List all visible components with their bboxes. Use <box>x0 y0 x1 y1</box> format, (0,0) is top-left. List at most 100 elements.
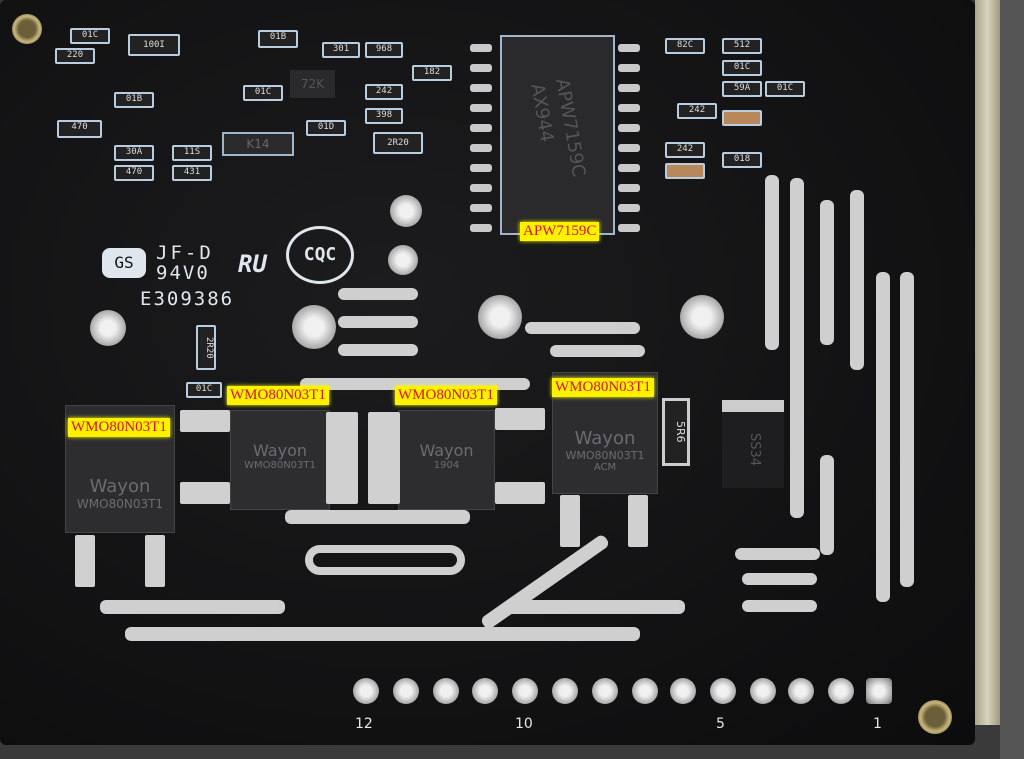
resistor: 182 <box>412 65 452 81</box>
copper-trace <box>285 510 470 524</box>
copper-trace <box>505 600 685 614</box>
ic-pin <box>618 104 640 112</box>
via-pad <box>390 195 422 227</box>
copper-trace <box>742 573 817 585</box>
ic-pin <box>470 44 492 52</box>
fet-brand: Wayon <box>574 428 636 449</box>
mosfet-2: Wayon WMO80N03T1 <box>230 410 330 510</box>
header-pin <box>552 678 578 704</box>
capacitor <box>722 110 762 126</box>
header-pin <box>353 678 379 704</box>
ic-pin <box>470 184 492 192</box>
via-pad <box>478 295 522 339</box>
board-edge-connector <box>975 0 1000 725</box>
ic-pin <box>470 84 492 92</box>
mosfet-tab <box>368 412 400 504</box>
resistor: 59A <box>722 81 762 97</box>
annotation-mosfet-4: WMO80N03T1 <box>552 378 654 397</box>
copper-trace <box>790 178 804 518</box>
transistor-sot23: 72K <box>290 70 335 98</box>
ic-pin <box>470 124 492 132</box>
ic-pin <box>470 144 492 152</box>
mosfet-tab <box>326 412 358 504</box>
annotation-mosfet-1: WMO80N03T1 <box>68 418 170 437</box>
copper-trace <box>338 344 418 356</box>
resistor: 11S <box>172 145 212 161</box>
ic-pin <box>618 64 640 72</box>
resistor: 01C <box>243 85 283 101</box>
ic-pin <box>618 184 640 192</box>
via-pad <box>292 305 336 349</box>
resistor: 01B <box>114 92 154 108</box>
mosfet-lead <box>75 535 95 587</box>
ic-pin <box>618 44 640 52</box>
mosfet-lead <box>145 535 165 587</box>
pin-label-12: 12 <box>355 716 373 732</box>
copper-trace <box>525 322 640 334</box>
resistor: 242 <box>665 142 705 158</box>
copper-trace <box>338 316 418 328</box>
mosfet-lead <box>180 410 230 432</box>
copper-trace <box>338 288 418 300</box>
ic-pin <box>470 64 492 72</box>
fet-brand: Wayon <box>253 441 307 460</box>
material-code: JF-D <box>156 242 214 264</box>
fet-part: WMO80N03T1 <box>244 460 316 471</box>
resistor: 968 <box>365 42 403 58</box>
resistor: 01C <box>70 28 110 44</box>
ic-pin <box>470 224 492 232</box>
header-pin-1 <box>866 678 892 704</box>
copper-trace <box>742 600 817 612</box>
flammability-rating: 94V0 <box>156 262 210 284</box>
mosfet-lead <box>495 482 545 504</box>
ic-pin <box>470 204 492 212</box>
pin-label-1: 1 <box>873 716 882 732</box>
mounting-hole-top-left <box>12 14 42 44</box>
mounting-hole-bottom-right <box>918 700 952 734</box>
capacitor <box>665 163 705 179</box>
pin-label-10: 10 <box>515 716 533 732</box>
resistor: 2R20 <box>196 325 216 370</box>
resistor: 242 <box>365 84 403 100</box>
header-pin <box>472 678 498 704</box>
copper-trace <box>550 345 645 357</box>
ic-pin <box>470 104 492 112</box>
copper-trace <box>876 272 890 602</box>
copper-trace <box>100 600 285 614</box>
copper-trace <box>765 175 779 350</box>
ic-pin <box>470 164 492 172</box>
ic-pin <box>618 84 640 92</box>
cqc-logo: CQC <box>286 226 354 284</box>
header-pin <box>710 678 736 704</box>
ic-pin <box>618 124 640 132</box>
copper-trace <box>305 545 465 575</box>
ic-pin <box>618 144 640 152</box>
pin-label-5: 5 <box>716 716 725 732</box>
fet-part: WMO80N03T1 <box>76 497 164 511</box>
resistor: 100I <box>128 34 180 56</box>
header-pin <box>788 678 814 704</box>
fet-date: 1904 <box>433 460 460 471</box>
resistor: 30A <box>114 145 154 161</box>
copper-trace <box>850 190 864 370</box>
header-pin <box>750 678 776 704</box>
resistor: 301 <box>322 42 360 58</box>
resistor: 398 <box>365 108 403 124</box>
mosfet-lead <box>180 482 230 504</box>
via-pad <box>388 245 418 275</box>
ul-logo: RU <box>238 250 267 278</box>
resistor: 01C <box>186 382 222 398</box>
mosfet-lead <box>495 408 545 430</box>
annotation-mosfet-3: WMO80N03T1 <box>395 386 497 405</box>
header-pin <box>592 678 618 704</box>
gs-logo: GS <box>102 248 146 278</box>
ic-pin <box>618 204 640 212</box>
resistor: 512 <box>722 38 762 54</box>
via-pad <box>680 295 724 339</box>
mosfet-lead <box>560 495 580 547</box>
resistor: 82C <box>665 38 705 54</box>
controller-ic: APW7159C AX944 <box>500 35 615 235</box>
background-edge <box>1000 0 1024 759</box>
resistor: 470 <box>114 165 154 181</box>
resistor: 431 <box>172 165 212 181</box>
